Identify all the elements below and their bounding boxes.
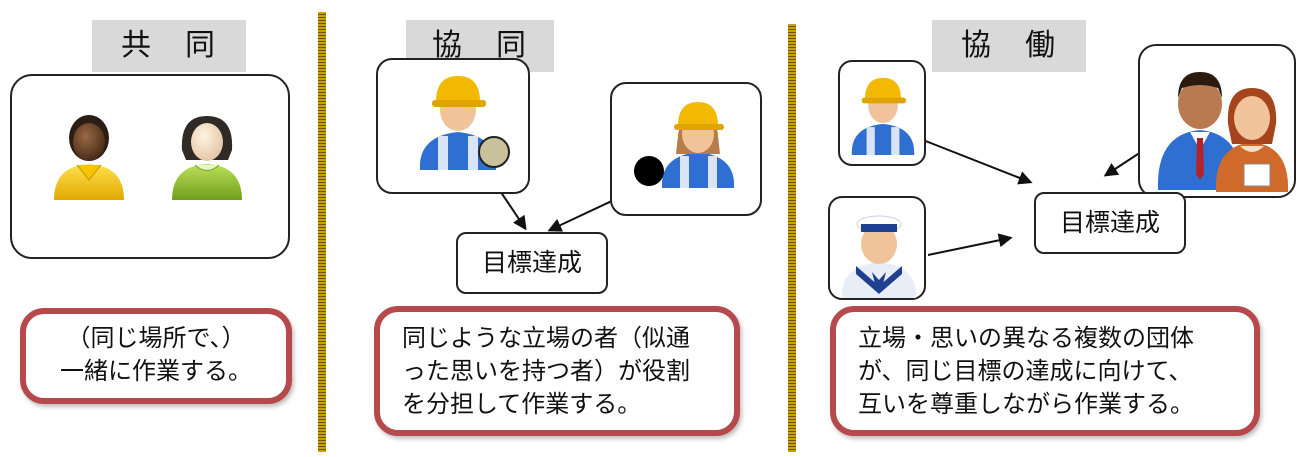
panel3-business-box xyxy=(1138,44,1296,198)
panel1-description: （同じ場所で、） 一緒に作業する。 xyxy=(20,308,292,404)
desc-line: （同じ場所で、） xyxy=(66,324,246,352)
desc-line: 立場・思いの異なる複数の団体 xyxy=(858,324,1194,352)
arrow-worker-to-goal xyxy=(917,137,1033,185)
divider-right xyxy=(788,24,796,452)
desc-line: を分担して作業する。 xyxy=(402,390,642,418)
person-light-green-icon xyxy=(162,108,252,203)
token-light-icon xyxy=(478,136,510,168)
panel3-goal-box: 目標達成 xyxy=(1034,192,1186,254)
panel3-title: 協 働 xyxy=(932,20,1086,72)
panel1-people-box xyxy=(10,74,290,259)
divider-left xyxy=(318,12,326,452)
person-dark-yellow-icon xyxy=(44,108,134,203)
panel3-sailor-box xyxy=(828,196,926,300)
business-people-icon xyxy=(1148,54,1292,194)
panel3-description: 立場・思いの異なる複数の団体 が、同じ目標の達成に向けて、 互いを尊重しながら作… xyxy=(830,306,1260,436)
desc-line: が、同じ目標の達成に向けて、 xyxy=(858,357,1193,385)
token-dark-icon xyxy=(634,156,664,186)
desc-line: 一緒に作業する。 xyxy=(60,357,252,385)
worker-hardhat-icon xyxy=(648,92,748,192)
worker-hardhat-icon xyxy=(842,64,924,164)
panel1-title: 共 同 xyxy=(92,20,246,72)
panel2-goal-box: 目標達成 xyxy=(456,232,608,294)
arrow-sailor-to-goal xyxy=(927,233,1013,256)
panel2-description: 同じような立場の者（似通 った思いを持つ者）が役割 を分担して作業する。 xyxy=(374,306,740,436)
desc-line: 互いを尊重しながら作業する。 xyxy=(858,390,1194,418)
panel2-worker-left-box xyxy=(376,58,530,194)
desc-line: 同じような立場の者（似通 xyxy=(402,324,690,352)
worker-hardhat-icon xyxy=(408,66,508,174)
desc-line: った思いを持つ者）が役割 xyxy=(402,357,690,385)
panel3-worker-box xyxy=(838,60,926,166)
sailor-icon xyxy=(834,200,924,300)
panel2-worker-right-box xyxy=(610,82,762,216)
